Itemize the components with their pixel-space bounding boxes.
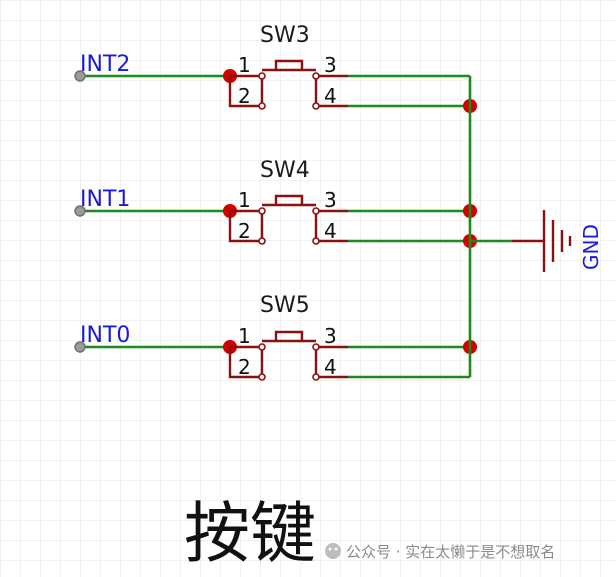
net-endpoint-int0	[74, 341, 86, 353]
net-label-int2: INT2	[80, 52, 130, 77]
wechat-icon-eye	[334, 547, 338, 551]
pin-end	[258, 373, 266, 381]
pin-label: 2	[238, 219, 251, 243]
gnd-bus: GND	[468, 76, 603, 377]
switch-actuator	[262, 194, 316, 207]
switch-ref-label: SW5	[260, 293, 310, 318]
pin-end	[258, 343, 266, 351]
watermark-text: 公众号 · 实在太懒于是不想取名	[346, 543, 555, 561]
pin-label: 3	[324, 53, 337, 77]
switch-pin-lead	[228, 345, 262, 379]
pin-label: 2	[238, 355, 251, 379]
switch-sw4: INT1 SW4 1 2 3 4	[74, 158, 477, 248]
pin-end	[312, 102, 320, 110]
wechat-icon	[325, 543, 341, 559]
pin-end	[312, 237, 320, 245]
wechat-icon-eye	[328, 547, 332, 551]
page-title: 按键	[184, 495, 316, 572]
pin-label: 2	[238, 84, 251, 108]
pin-label: 3	[324, 188, 337, 212]
switch-ref-label: SW3	[260, 23, 310, 48]
pin-end	[312, 207, 320, 215]
net-label-gnd: GND	[579, 224, 603, 270]
switch-actuator	[262, 330, 316, 343]
switch-actuator	[262, 59, 316, 72]
pin-end	[312, 72, 320, 80]
pin-label: 4	[324, 219, 337, 243]
net-label-int1: INT1	[80, 187, 130, 212]
switch-ref-label: SW4	[260, 158, 310, 183]
pin-label: 4	[324, 84, 337, 108]
net-label-int0: INT0	[80, 323, 130, 348]
pin-label: 4	[324, 355, 337, 379]
pin-label: 1	[238, 188, 251, 212]
pin-label: 3	[324, 324, 337, 348]
watermark: 公众号 · 实在太懒于是不想取名	[325, 543, 555, 561]
pin-end	[312, 343, 320, 351]
pin-end	[258, 237, 266, 245]
pin-label: 1	[238, 324, 251, 348]
switch-pin-lead	[228, 74, 262, 108]
pin-end	[312, 373, 320, 381]
switch-pin-lead	[228, 209, 262, 243]
net-endpoint-int2	[74, 70, 86, 82]
pin-end	[258, 72, 266, 80]
pin-end	[258, 102, 266, 110]
switch-sw3: INT2 SW3 1 2 3 4	[74, 23, 477, 113]
pin-label: 1	[238, 53, 251, 77]
net-endpoint-int1	[74, 205, 86, 217]
pin-end	[258, 207, 266, 215]
